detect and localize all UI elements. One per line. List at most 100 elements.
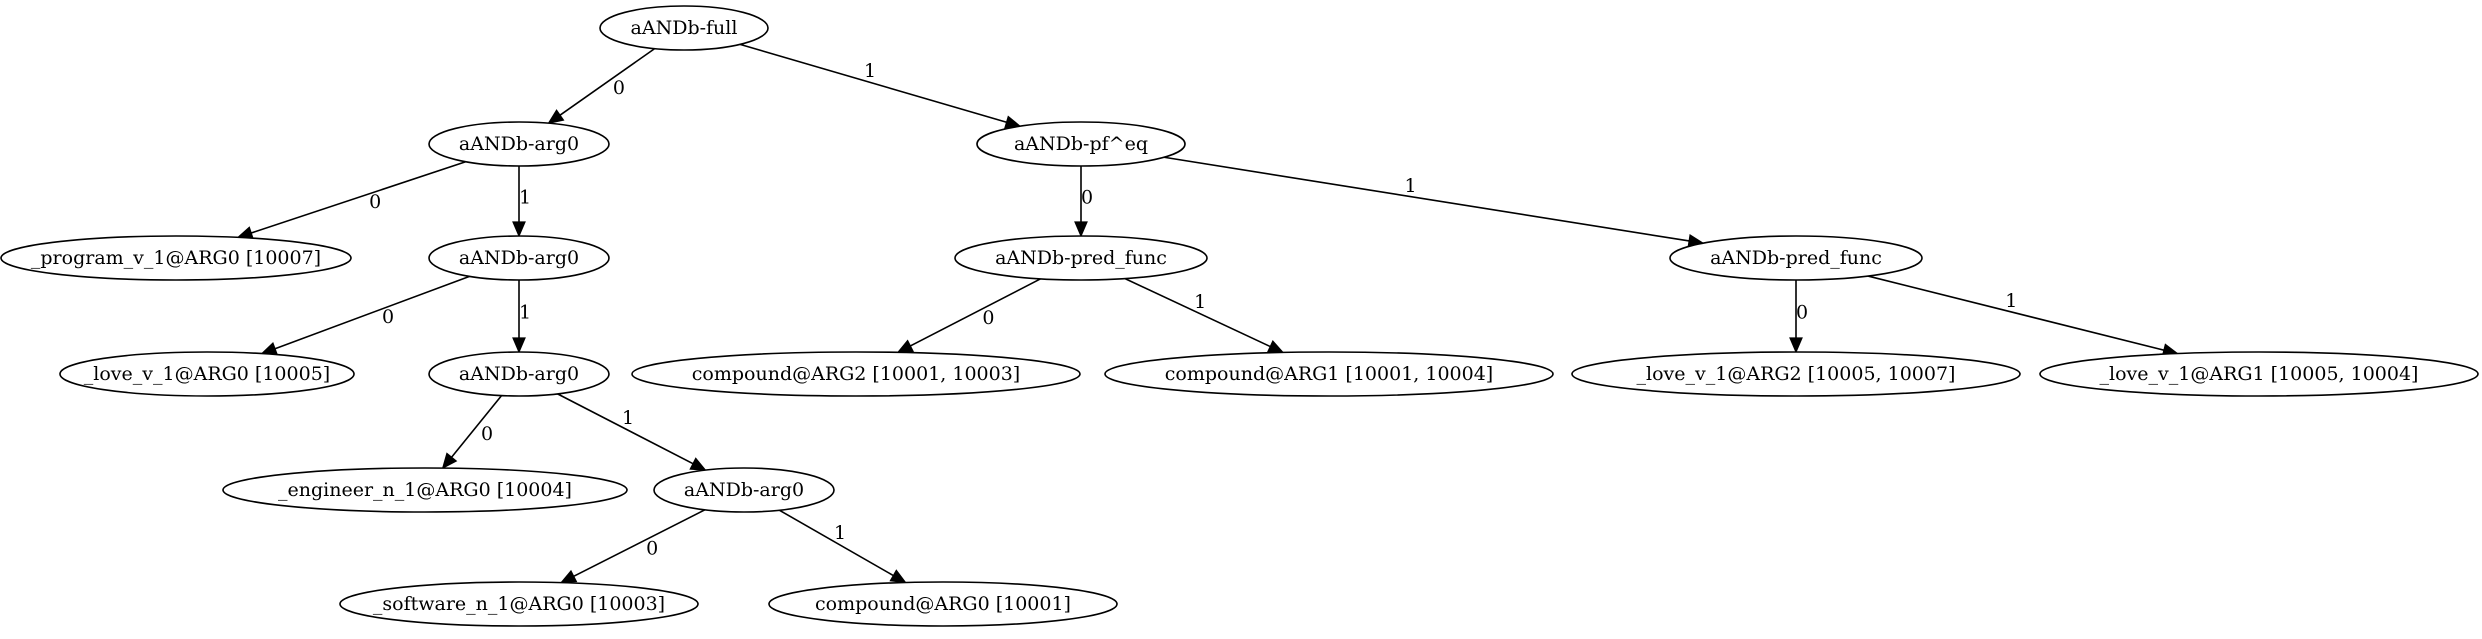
arrowhead-icon bbox=[547, 109, 565, 125]
edge-line bbox=[450, 395, 503, 458]
arrowhead-icon bbox=[1789, 337, 1803, 354]
edge-label: 0 bbox=[481, 423, 493, 445]
node-n2: aANDb-pf^eq bbox=[976, 121, 1186, 167]
edge-label: 1 bbox=[519, 187, 531, 209]
edge-n0-n2: 1 bbox=[739, 43, 1022, 129]
edge-label: 1 bbox=[834, 522, 846, 544]
arrowhead-icon bbox=[1074, 221, 1088, 238]
edge-line bbox=[778, 509, 894, 577]
edge-line bbox=[250, 160, 466, 234]
edge-label: 0 bbox=[1796, 301, 1808, 323]
arrowhead-icon bbox=[689, 457, 707, 471]
node-ellipse bbox=[339, 581, 699, 627]
node-label: compound@ARG1 [10001, 10004] bbox=[1165, 363, 1493, 385]
node-label: _program_v_1@ARG0 [10007] bbox=[31, 247, 321, 269]
edge-label: 1 bbox=[519, 301, 531, 323]
node-ellipse bbox=[59, 351, 355, 397]
edge-n0-n1: 0 bbox=[547, 47, 656, 125]
node-n15: _love_v_1@ARG2 [10005, 10007] bbox=[1571, 351, 2021, 397]
node-ellipse bbox=[428, 121, 610, 167]
arrowhead-icon bbox=[896, 339, 915, 354]
node-ellipse bbox=[222, 467, 628, 513]
node-n5: _love_v_1@ARG0 [10005] bbox=[59, 351, 355, 397]
node-n14: aANDb-pred_func bbox=[1669, 235, 1923, 281]
edge-n2-n11: 0 bbox=[1074, 166, 1093, 238]
node-ellipse bbox=[599, 5, 769, 51]
node-ellipse bbox=[653, 467, 835, 513]
node-label: aANDb-arg0 bbox=[459, 133, 579, 155]
edge-label: 1 bbox=[864, 60, 876, 82]
node-n12: compound@ARG2 [10001, 10003] bbox=[631, 351, 1081, 397]
arrowhead-icon bbox=[512, 221, 526, 238]
arrowhead-icon bbox=[1266, 340, 1285, 354]
node-ellipse bbox=[768, 581, 1118, 627]
node-ellipse bbox=[954, 235, 1208, 281]
edge-label: 0 bbox=[646, 538, 658, 560]
edge-n4-n5: 0 bbox=[260, 275, 470, 355]
arrowhead-icon bbox=[889, 569, 907, 584]
node-n4: aANDb-arg0 bbox=[428, 235, 610, 281]
edge-n11-n12: 0 bbox=[896, 278, 1041, 354]
arrowhead-icon bbox=[559, 569, 578, 584]
edge-label: 0 bbox=[982, 307, 994, 329]
node-ellipse bbox=[0, 235, 352, 281]
edge-n8-n9: 0 bbox=[559, 509, 706, 584]
edge-n14-n16: 1 bbox=[1867, 275, 2179, 357]
edge-n4-n6: 1 bbox=[512, 280, 531, 354]
node-label: aANDb-pred_func bbox=[995, 247, 1167, 269]
arrowhead-icon bbox=[512, 337, 526, 354]
edge-n2-n14: 1 bbox=[1163, 156, 1705, 248]
edge-line bbox=[559, 47, 656, 116]
edge-label: 0 bbox=[382, 306, 394, 328]
node-label: aANDb-arg0 bbox=[459, 363, 579, 385]
edge-label: 1 bbox=[622, 407, 634, 429]
node-n13: compound@ARG1 [10001, 10004] bbox=[1104, 351, 1554, 397]
node-label: _engineer_n_1@ARG0 [10004] bbox=[278, 479, 572, 501]
edges-layer: 0 1 0 1 0 1 0 1 0 1 0 1 0 1 0 1 bbox=[236, 43, 2179, 584]
node-label: aANDb-full bbox=[631, 17, 738, 39]
edge-line bbox=[1124, 277, 1271, 348]
node-ellipse bbox=[428, 235, 610, 281]
edge-n8-n10: 1 bbox=[778, 509, 907, 584]
node-ellipse bbox=[976, 121, 1186, 167]
node-label: aANDb-pf^eq bbox=[1014, 133, 1148, 155]
edge-label: 1 bbox=[1405, 175, 1417, 197]
node-n16: _love_v_1@ARG1 [10005, 10004] bbox=[2039, 351, 2479, 397]
edge-line bbox=[274, 275, 470, 350]
arrowhead-icon bbox=[260, 342, 278, 355]
edge-n1-n4: 1 bbox=[512, 166, 531, 238]
edge-label: 0 bbox=[1081, 187, 1093, 209]
edge-line bbox=[739, 43, 1007, 124]
node-n11: aANDb-pred_func bbox=[954, 235, 1208, 281]
edge-line bbox=[557, 393, 694, 465]
edge-n14-n15: 0 bbox=[1789, 280, 1808, 354]
node-ellipse bbox=[631, 351, 1081, 397]
node-n3: _program_v_1@ARG0 [10007] bbox=[0, 235, 352, 281]
node-n8: aANDb-arg0 bbox=[653, 467, 835, 513]
edge-n6-n8: 1 bbox=[557, 393, 707, 471]
node-label: aANDb-arg0 bbox=[684, 479, 804, 501]
node-label: aANDb-arg0 bbox=[459, 247, 579, 269]
node-label: _love_v_1@ARG0 [10005] bbox=[84, 363, 330, 385]
node-ellipse bbox=[2039, 351, 2479, 397]
edge-line bbox=[909, 278, 1041, 347]
edge-line bbox=[573, 509, 706, 578]
edge-label: 1 bbox=[2005, 290, 2017, 312]
node-label: _software_n_1@ARG0 [10003] bbox=[373, 593, 665, 615]
node-n7: _engineer_n_1@ARG0 [10004] bbox=[222, 467, 628, 513]
node-ellipse bbox=[1104, 351, 1554, 397]
node-label: compound@ARG0 [10001] bbox=[815, 593, 1071, 615]
edge-n11-n13: 1 bbox=[1124, 277, 1285, 354]
edge-n6-n7: 0 bbox=[441, 395, 503, 470]
edge-label: 0 bbox=[613, 77, 625, 99]
arrowhead-icon bbox=[441, 452, 458, 470]
node-n6: aANDb-arg0 bbox=[428, 351, 610, 397]
edge-line bbox=[1867, 275, 2165, 351]
node-n0: aANDb-full bbox=[599, 5, 769, 51]
edge-label: 0 bbox=[369, 191, 381, 213]
node-ellipse bbox=[1669, 235, 1923, 281]
edge-n1-n3: 0 bbox=[236, 160, 466, 240]
edge-line bbox=[1163, 156, 1690, 242]
node-label: _love_v_1@ARG2 [10005, 10007] bbox=[1637, 363, 1956, 385]
